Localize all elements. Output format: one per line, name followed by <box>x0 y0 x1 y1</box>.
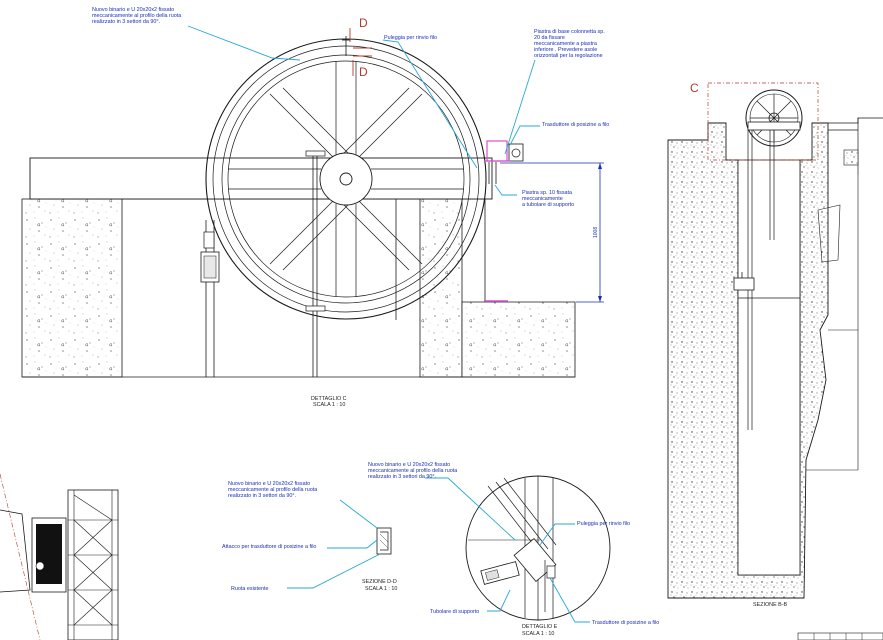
svg-text:orizzontali per la regolazione: orizzontali per la regolazione <box>534 53 603 59</box>
svg-text:Nuovo binario e U 20x20x2 fiss: Nuovo binario e U 20x20x2 fissato <box>228 481 310 487</box>
section-d-scale: SCALA 1 : 10 <box>365 586 397 592</box>
concrete-left <box>21 198 123 378</box>
svg-text:meccanicamente al profilo dell: meccanicamente al profilo della ruota <box>368 468 457 474</box>
note-tube-e: Tubolare di supporto <box>430 609 479 615</box>
dimension-1008: 1008 <box>593 227 599 238</box>
title-block-corner <box>797 632 883 640</box>
detail-c-scale: SCALA 1 : 10 <box>313 402 345 408</box>
svg-text:Nuovo binario e U 20x20x2 fiss: Nuovo binario e U 20x20x2 fissato <box>92 7 174 13</box>
wheel-section-view <box>745 89 803 147</box>
support-beam <box>29 157 493 200</box>
section-mark-d-upper: D <box>359 16 368 30</box>
wheel-front-view <box>205 38 487 320</box>
note-rail-c: Nuovo binario e U 20x20x2 fissato meccan… <box>92 7 181 25</box>
svg-text:realizzato in 3 settori da 90°: realizzato in 3 settori da 90°. <box>92 19 160 25</box>
svg-text:Piastra sp. 10 fissata: Piastra sp. 10 fissata <box>522 190 572 196</box>
note-transducer-c: Trasduttore di posizine a filo <box>542 122 609 128</box>
concrete-right <box>419 198 463 378</box>
left-partial-view <box>0 473 119 640</box>
svg-text:Piastra di base colonnetta sp.: Piastra di base colonnetta sp. <box>534 29 605 35</box>
detail-e: Nuovo binario e U 20x20x2 fissato meccan… <box>368 462 659 637</box>
section-mark-d-lower: D <box>359 65 368 79</box>
gravel-left-wall <box>667 122 829 599</box>
note-plate-base: Piastra di base colonnetta sp. 20 da fis… <box>534 29 605 59</box>
note-attach-d: Attacco per trasduttore di posizine a fi… <box>222 544 316 550</box>
note-wheel-d: Ruota esistente <box>231 586 268 592</box>
note-transducer-e: Trasduttore di posizine a filo <box>592 620 659 626</box>
note-rail-d: Nuovo binario e U 20x20x2 fissato meccan… <box>228 481 317 499</box>
svg-text:meccanicamente a piastra: meccanicamente a piastra <box>534 41 597 47</box>
svg-text:meccanicamente al profilo dell: meccanicamente al profilo della ruota <box>228 487 317 493</box>
section-b-b: C SEZIONE B-B <box>667 81 883 608</box>
detail-c: D D 1008 Nuovo binario e U 20x20x2 fis <box>21 7 609 408</box>
note-plate-10: Piastra sp. 10 fissata meccanicamente a … <box>522 190 574 208</box>
svg-text:inferiore . Prevedere asole: inferiore . Prevedere asole <box>534 47 597 53</box>
svg-text:realizzato in 3 settori da 90°: realizzato in 3 settori da 90°. <box>228 493 296 499</box>
detail-e-scale: SCALA 1 : 10 <box>522 631 554 637</box>
detail-e-title: DETTAGLIO E <box>522 624 558 630</box>
concrete-step <box>461 301 576 378</box>
svg-text:Nuovo binario e U 20x20x2 fiss: Nuovo binario e U 20x20x2 fissato <box>368 462 450 468</box>
note-rail-e: Nuovo binario e U 20x20x2 fissato meccan… <box>368 462 457 480</box>
svg-text:a tubolare di supporto: a tubolare di supporto <box>522 202 574 208</box>
detail-mark-c: C <box>690 81 699 95</box>
section-d-title: SEZIONE D-D <box>362 579 397 585</box>
note-pulley-e: Puleggia per rinvio filo <box>577 521 630 527</box>
svg-text:meccanicamente: meccanicamente <box>522 196 563 202</box>
note-pulley-c: Puleggia per rinvio filo <box>384 35 437 41</box>
svg-text:20 da fissare: 20 da fissare <box>534 35 565 41</box>
detail-c-title: DETTAGLIO C <box>311 396 347 402</box>
section-d-d: Nuovo binario e U 20x20x2 fissato meccan… <box>222 481 397 592</box>
section-b-title: SEZIONE B-B <box>753 602 788 608</box>
svg-text:realizzato in 3 settori da 90°: realizzato in 3 settori da 90°. <box>368 474 436 480</box>
magenta-transducer-assembly <box>484 140 524 302</box>
svg-text:meccanicamente al profilo dell: meccanicamente al profilo della ruota <box>92 13 181 19</box>
